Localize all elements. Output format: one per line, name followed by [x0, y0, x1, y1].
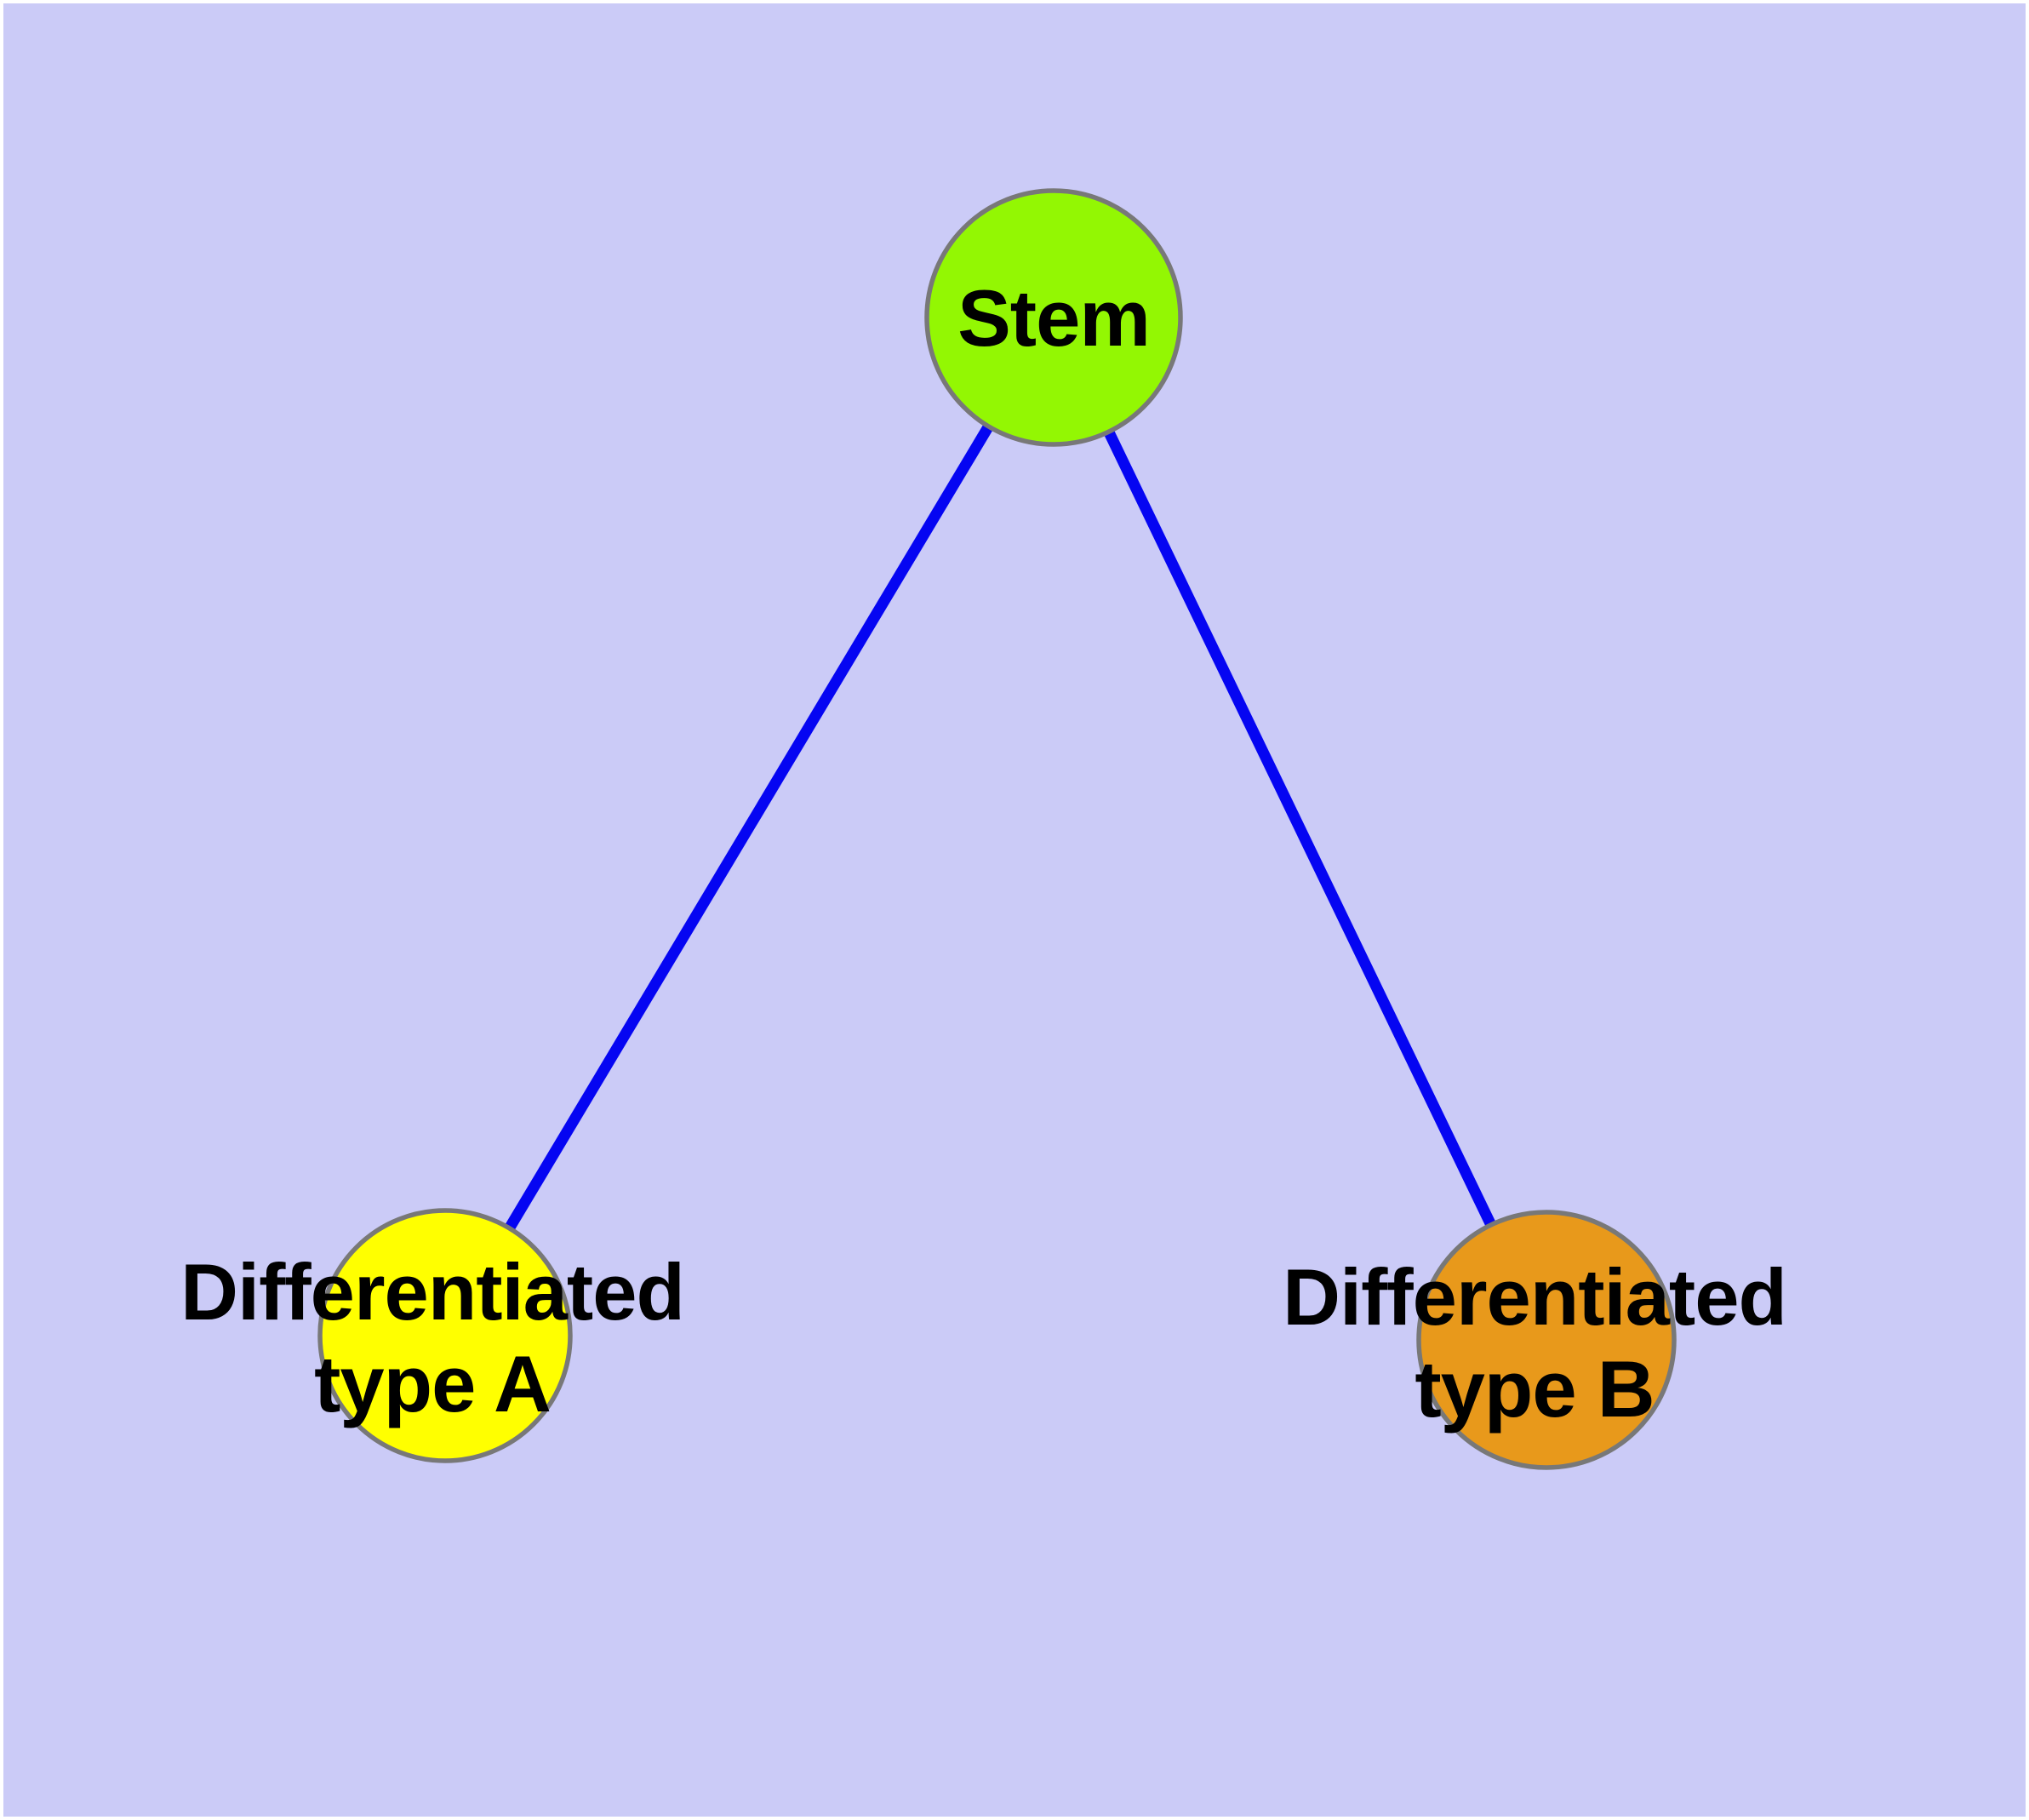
edge-stem-to-type-b [1049, 315, 1552, 1342]
edge-stem-to-type-a [440, 314, 1059, 1339]
node-type-b-circle [1416, 1210, 1677, 1470]
node-type-a-circle [317, 1208, 573, 1463]
node-stem-circle [924, 188, 1183, 447]
